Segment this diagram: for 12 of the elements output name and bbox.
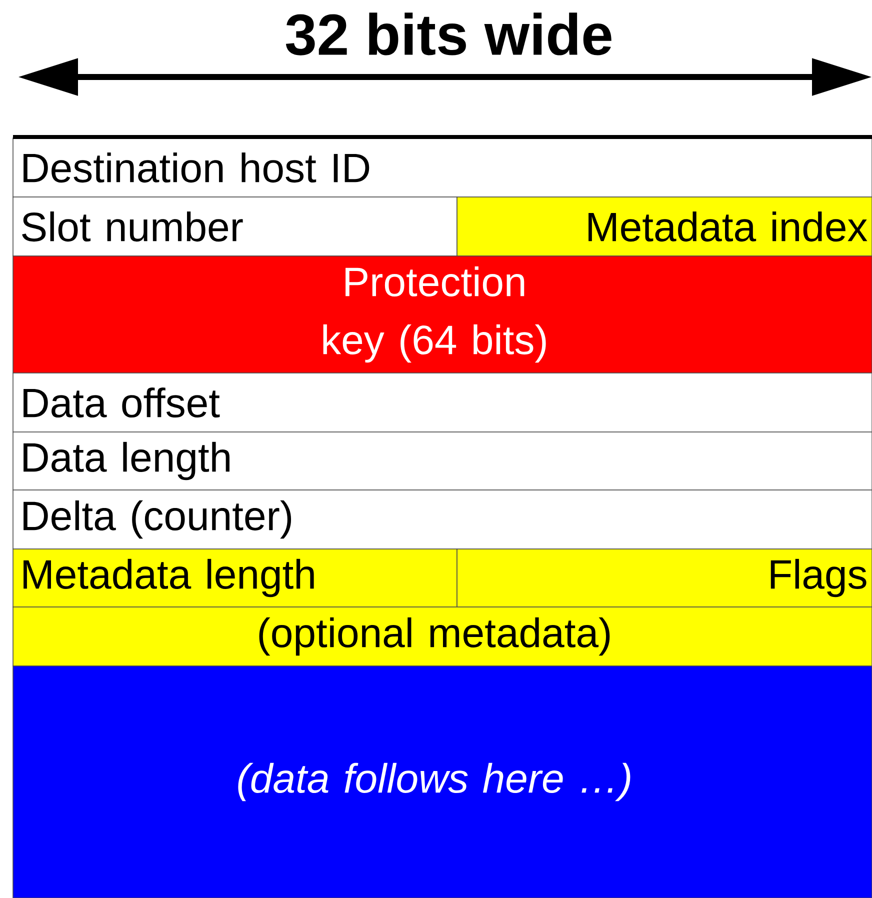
field-box: Destination host ID xyxy=(12,138,872,198)
field-box: Slot number xyxy=(12,196,458,256)
field-box: Data offset xyxy=(12,372,872,432)
field-box: Delta (counter) xyxy=(12,490,872,550)
field-box: Metadata length xyxy=(12,548,458,608)
node-label: Flags xyxy=(770,558,866,598)
title: 32 bits wide xyxy=(286,12,612,56)
field-box: Metadata index xyxy=(456,196,872,256)
field-box: Data length xyxy=(12,432,872,490)
field-box: Protection key (64 bits) xyxy=(12,256,872,374)
field-box: (data follows here …) xyxy=(12,666,872,898)
field-box: Flags xyxy=(456,548,872,608)
